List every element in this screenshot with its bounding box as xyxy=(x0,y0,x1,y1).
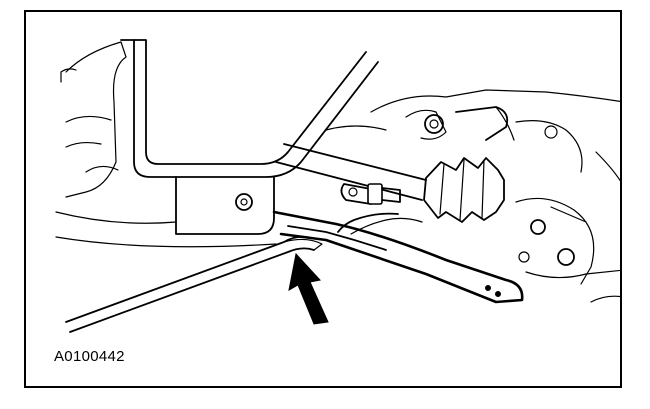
callout-arrow xyxy=(288,252,329,325)
axle-shaft xyxy=(275,125,427,201)
cv-boot xyxy=(423,157,505,223)
pry-bar xyxy=(65,235,323,333)
body-structure xyxy=(55,41,277,248)
lower-control-arm xyxy=(272,210,524,304)
suspension-line-drawing xyxy=(55,39,620,333)
crossmember-bracket xyxy=(120,39,379,235)
figure-frame: A0100442 xyxy=(24,10,622,388)
steering-knuckle xyxy=(370,89,620,303)
figure-id-label: A0100442 xyxy=(54,348,125,365)
stabilizer-link-bolt xyxy=(340,183,401,205)
